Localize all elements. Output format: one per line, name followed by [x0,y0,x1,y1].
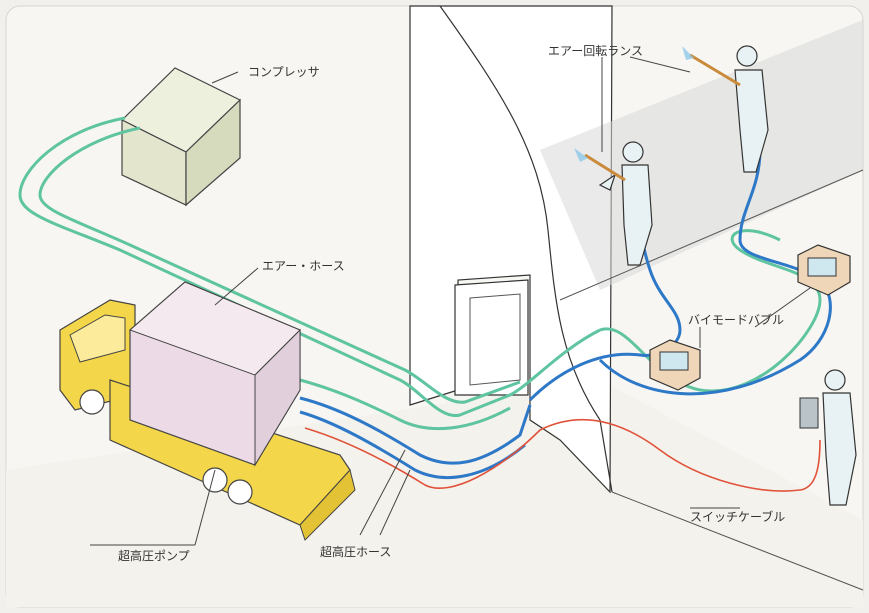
remote-control [799,397,819,429]
label-compressor: コンプレッサ [248,65,320,79]
tunnel-arch [439,5,613,493]
label-bimode-valve: バイモードバブル [688,312,784,327]
label-air-lance: エアー回転ランス [548,44,643,58]
room-floor-edge [559,169,864,301]
spray-2 [682,46,694,60]
air-hose-lines [18,116,822,431]
label-pump: 超高圧ポンプ [118,548,190,563]
right-room-wall [540,20,863,290]
lance-2 [689,53,741,87]
leader-lines [90,56,811,546]
label-air-hose: エアー・ホース [262,259,345,273]
opening-inner [469,293,521,386]
label-hp-hose: 超高圧ホース [320,544,391,559]
compressor [120,67,242,207]
worker-2 [734,45,769,173]
wall-opening [454,279,529,396]
bimode-valve-1 [649,339,701,391]
lance-1 [584,153,626,182]
bimode-valve-2 [797,244,851,296]
label-switch-cable: スイッチケーブル [690,509,785,524]
spray-1 [574,148,588,162]
room-floor-edge-2 [611,491,864,591]
worker-3 [822,369,857,506]
switch-cable-line [304,418,821,492]
worker-1 [598,141,653,266]
truck [59,281,356,541]
floor [6,380,863,607]
